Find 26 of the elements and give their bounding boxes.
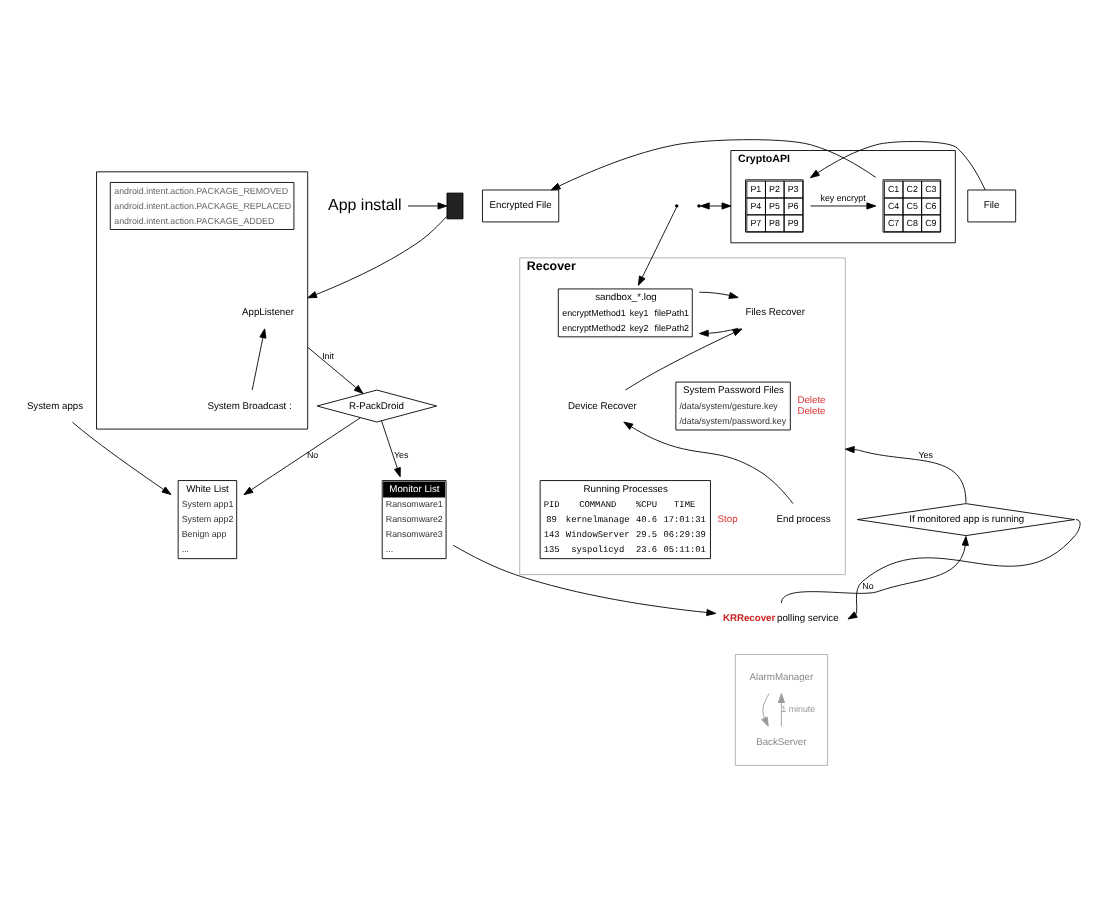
arrow — [381, 419, 401, 477]
node-text: App install — [328, 194, 402, 213]
arrow — [777, 692, 785, 726]
arrow — [781, 535, 969, 603]
arrow — [847, 518, 1081, 619]
node-box — [446, 191, 464, 219]
arrow — [307, 345, 364, 393]
arrow — [844, 445, 967, 503]
arrow — [452, 543, 717, 616]
cluster — [96, 170, 309, 429]
arrow — [550, 138, 877, 190]
arrow — [407, 201, 448, 209]
arrow — [307, 214, 448, 298]
arrow — [761, 692, 770, 726]
arrow — [625, 327, 743, 390]
arrow — [623, 420, 794, 504]
arrow — [71, 420, 172, 494]
arrow — [637, 206, 677, 285]
cluster — [734, 653, 829, 765]
arrow — [698, 326, 739, 336]
arrow — [699, 201, 732, 209]
arrow — [809, 140, 986, 190]
arrow — [698, 290, 739, 298]
arrow — [251, 327, 267, 390]
arrow — [810, 201, 877, 209]
arrow — [243, 416, 361, 495]
